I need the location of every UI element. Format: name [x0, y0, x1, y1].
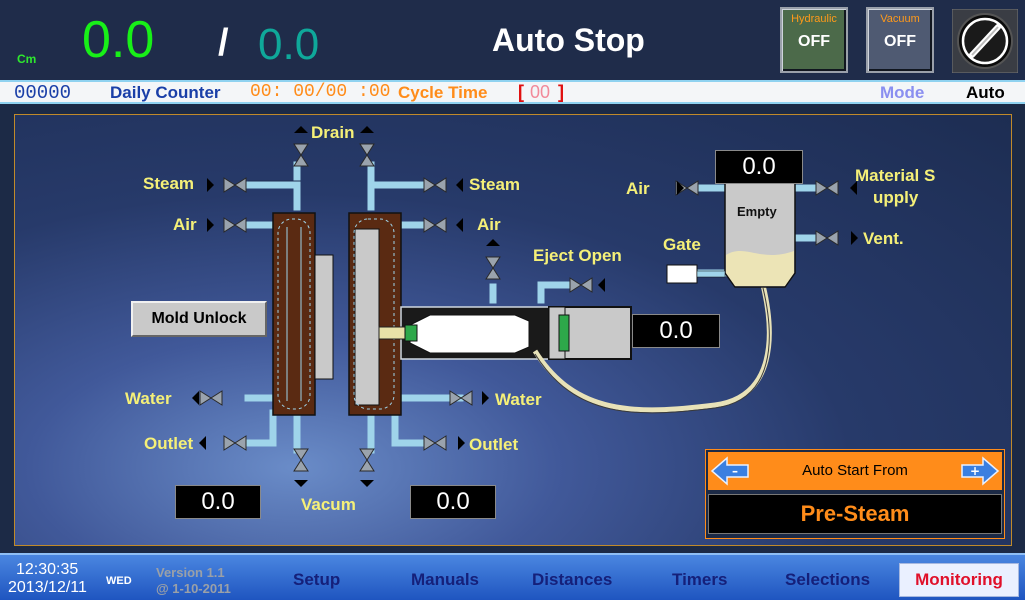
hydraulic-state: OFF [798, 33, 830, 50]
vacuum-toggle-button[interactable]: Vacuum OFF [866, 7, 934, 73]
process-diagram-panel: Drain Steam Steam Air Air Air Eject Open… [14, 114, 1012, 546]
material-supply-label-1: Material S [855, 166, 936, 185]
right-pressure-display: 0.0 [410, 485, 496, 519]
drain-label: Drain [311, 123, 355, 142]
air-right-label: Air [477, 215, 501, 234]
auto-start-value: Pre-Steam [708, 494, 1002, 534]
cycle-time-label: Cycle Time [398, 83, 488, 102]
hydraulic-label: Hydraulic [791, 13, 837, 25]
injector-position-display: 0.0 [632, 314, 720, 348]
nav-timers[interactable]: Timers [672, 570, 728, 589]
bottom-nav-bar: 12:30:35 2013/12/11 WED Version 1.1 @ 1-… [0, 553, 1025, 600]
hopper-level-display: 0.0 [715, 150, 803, 184]
info-bar: 00000 Daily Counter 00: 00/00 :00 Cycle … [0, 80, 1025, 104]
bracket-value: 00 [530, 82, 551, 102]
arrow-right-plus-icon[interactable]: + [960, 456, 1000, 486]
process-diagram [192, 126, 858, 487]
nav-setup[interactable]: Setup [293, 570, 341, 589]
machine-status-title: Auto Stop [492, 22, 645, 58]
svg-text:+: + [970, 464, 980, 478]
bracket-left: [ [518, 82, 524, 102]
selector-knob-icon[interactable] [951, 8, 1019, 74]
clock-time: 12:30:35 [16, 561, 79, 578]
nav-selections[interactable]: Selections [785, 570, 871, 589]
mold-unlock-button[interactable]: Mold Unlock [131, 301, 267, 337]
vacuum-label: Vacuum [880, 13, 920, 25]
outlet-right-label: Outlet [469, 435, 519, 454]
arrow-left-minus-icon[interactable]: – [710, 456, 750, 486]
target-position-value: 0.0 [258, 20, 320, 69]
water-right-label: Water [495, 390, 542, 409]
air-hopper-label: Air [626, 179, 650, 198]
water-left-label: Water [125, 389, 172, 408]
gate-label: Gate [663, 235, 701, 254]
auto-start-header: – Auto Start From + [708, 452, 1002, 490]
svg-text:–: – [732, 464, 738, 478]
air-left-label: Air [173, 215, 197, 234]
clock-date: 2013/12/11 [8, 579, 87, 596]
unit-label: Cm [17, 52, 37, 66]
vent-label: Vent. [863, 229, 904, 248]
steam-left-label: Steam [143, 174, 195, 193]
auto-start-panel: – Auto Start From + Pre-Steam [705, 449, 1005, 539]
bracket-right: ] [558, 82, 564, 102]
position-separator: / [218, 22, 229, 64]
steam-right-label: Steam [469, 175, 521, 194]
nav-monitoring[interactable]: Monitoring [899, 563, 1019, 597]
left-pressure-display: 0.0 [175, 485, 261, 519]
hydraulic-toggle-button[interactable]: Hydraulic OFF [780, 7, 848, 73]
daily-counter-label: Daily Counter [110, 83, 221, 102]
mode-value: Auto [966, 83, 1005, 102]
version-line-1: Version 1.1 [156, 565, 225, 580]
vacuum-state: OFF [884, 33, 916, 50]
version-line-2: @ 1-10-2011 [156, 581, 231, 596]
vacum-label: Vacum [301, 495, 356, 514]
material-supply-label-2: upply [873, 188, 919, 207]
cycle-time-value: 00: 00/00 :00 [250, 82, 391, 102]
eject-open-label: Eject Open [533, 246, 622, 265]
nav-manuals[interactable]: Manuals [411, 570, 480, 589]
version-info: Version 1.1 @ 1-10-2011 [156, 565, 231, 597]
auto-start-title: Auto Start From [802, 462, 908, 479]
hopper-status-label: Empty [737, 204, 777, 219]
mode-label: Mode [880, 83, 925, 102]
weekday-label: WED [106, 575, 132, 587]
nav-distances[interactable]: Distances [532, 570, 613, 589]
production-counter: 00000 [14, 82, 72, 104]
outlet-left-label: Outlet [144, 434, 194, 453]
actual-position-value: 0.0 [82, 11, 155, 69]
header-bar: Cm 0.0 / 0.0 Auto Stop Hydraulic OFF Vac… [0, 0, 1025, 80]
